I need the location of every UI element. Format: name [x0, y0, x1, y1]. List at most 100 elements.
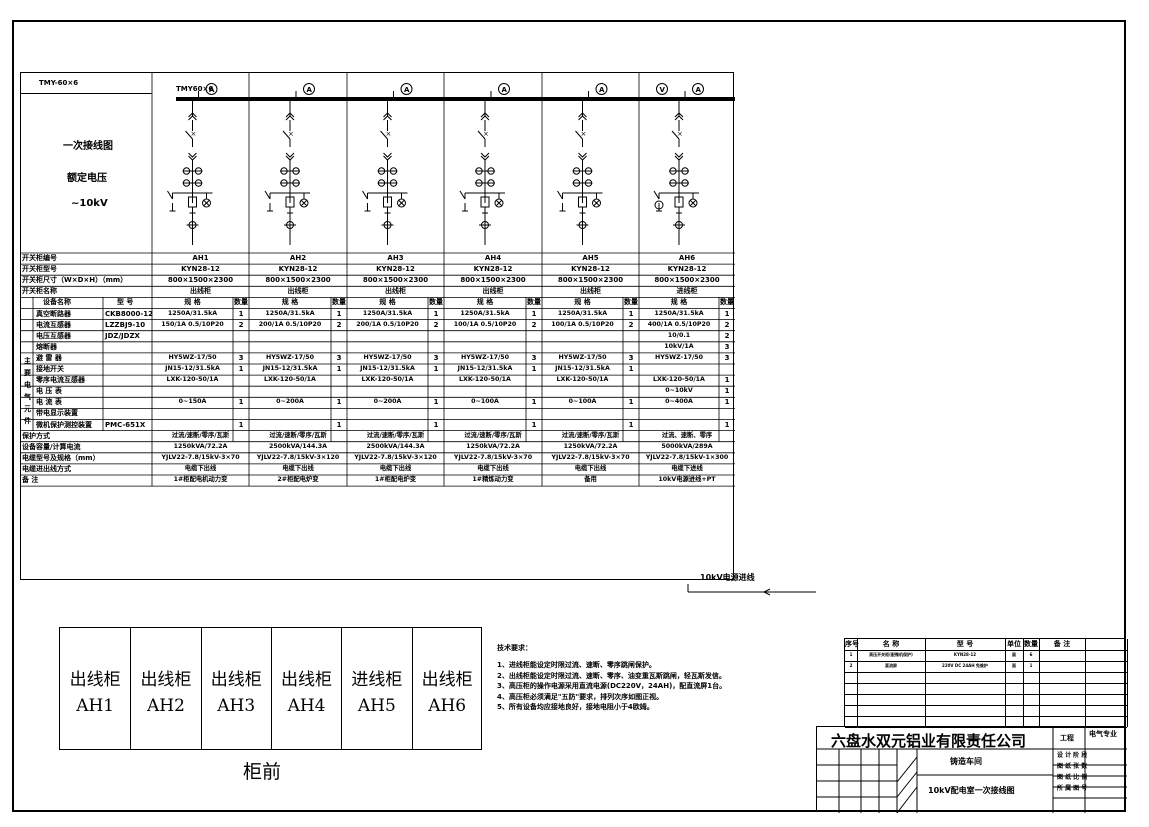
spec-value: 100/1A 0.5/10P20	[551, 320, 614, 328]
spec-value: 0~100A	[568, 398, 597, 406]
panel-model: KYN28-12	[376, 265, 415, 274]
parts-cell: 面	[1012, 663, 1016, 668]
panel-name: 出线柜	[287, 287, 309, 296]
parts-header: 名 称	[882, 640, 900, 648]
qty-value: 2	[531, 320, 537, 329]
component-name: 电流互感器	[36, 320, 71, 329]
title-block-grid	[817, 727, 1127, 813]
parts-cell: 6	[1029, 652, 1033, 657]
busbar-label: TMY60×6	[176, 85, 214, 93]
front-panel-name: 出线柜	[210, 670, 262, 690]
single-line-schedule: TMY-60×6 一次接线图 额定电压 ~10kV TMY60×6 ×A×A×A…	[20, 72, 735, 580]
svg-text:V: V	[660, 86, 666, 94]
row-label: 开关柜尺寸（W×D×H）（mm）	[22, 276, 128, 285]
panel-cable: YJLV22-7.8/15kV-3×70	[551, 453, 630, 461]
panel-id: AH3	[387, 254, 404, 262]
spec-value: LXK-120-50/1A	[264, 376, 316, 384]
spec-value: HY5WZ-17/50	[558, 353, 607, 361]
spec-value: 1250A/31.5kA	[265, 309, 315, 317]
qty-header: 数量	[624, 298, 638, 307]
spec-value: 1250A/31.5kA	[460, 309, 510, 317]
panel-capacity: 2500kVA/144.3A	[366, 442, 425, 450]
spec-value: LXK-120-50/1A	[459, 376, 511, 384]
qty-value: 1	[724, 420, 730, 429]
spec-header: 规 格	[281, 298, 299, 307]
qty-value: 1	[238, 309, 244, 318]
front-panel-name: 出线柜	[69, 670, 121, 690]
component-name: 电 压 表	[36, 387, 62, 396]
panel-remark: 10kV电源进线+PT	[658, 476, 716, 483]
spec-value: LXK-120-50/1A	[556, 376, 609, 384]
qty-value: 1	[628, 309, 634, 318]
front-panel-id: AH1	[76, 696, 115, 716]
component-model-header: 型 号	[117, 298, 134, 307]
spec-header: 规 格	[184, 298, 201, 307]
component-model: JDZ/JDZX	[105, 331, 140, 340]
component-name: 真空断路器	[36, 309, 71, 318]
panel-protection: 过流/速断/零序/瓦斯	[269, 431, 327, 439]
svg-text:×: ×	[581, 130, 587, 138]
bottom-row-label: 电缆型号及规格（mm）	[22, 453, 100, 462]
panel-model: KYN28-12	[571, 265, 610, 274]
title-block-field-label: 所 属 图 号	[1057, 785, 1088, 792]
spec-value: 0~400A	[665, 398, 693, 406]
panel-model: KYN28-12	[278, 265, 318, 274]
qty-value: 3	[628, 353, 634, 362]
svg-text:A: A	[502, 86, 508, 94]
panel-cable: YJLV22-7.8/15kV-3×120	[354, 453, 437, 461]
svg-text:A: A	[696, 86, 702, 94]
spec-value: JN15-12/31.5kA	[457, 365, 513, 372]
parts-header: 序号	[845, 640, 859, 648]
component-name: 熔断器	[36, 342, 57, 351]
spec-value: HY5WZ-17/50	[363, 353, 412, 361]
component-name: 避 雷 器	[36, 353, 62, 362]
panel-protection: 过流/速断/零序/瓦斯	[464, 431, 522, 439]
front-panel-id: AH6	[428, 696, 467, 716]
front-panel-id: AH3	[217, 696, 256, 716]
front-panel-ah6: 出线柜 AH6	[411, 628, 482, 749]
qty-value: 1	[531, 420, 537, 429]
qty-value: 2	[628, 320, 634, 329]
front-panel-name: 出线柜	[140, 670, 192, 690]
row-label: 开关柜型号	[22, 265, 57, 274]
panel-remark: 1#柜配电炉变	[374, 476, 417, 483]
component-name: 接地开关	[36, 365, 64, 373]
svg-text:A: A	[209, 86, 215, 94]
qty-value: 3	[531, 353, 537, 362]
panel-cable: YJLV22-7.8/15kV-3×120	[256, 453, 340, 461]
title-block-field-label: 图 纸 比 例	[1057, 774, 1088, 781]
parts-header: 备 注	[1053, 640, 1071, 648]
panel-model: KYN28-12	[667, 265, 707, 274]
qty-value: 1	[336, 398, 342, 407]
qty-value: 1	[724, 398, 730, 407]
spec-value: JN15-12/31.5kA	[165, 365, 220, 372]
qty-header: 数量	[234, 298, 248, 307]
spec-value: 100/1A 0.5/10P20	[453, 320, 517, 328]
spec-value: 1250A/31.5kA	[362, 309, 413, 317]
bottom-row-label: 设备容量/计算电流	[22, 442, 81, 451]
spec-value: 400/1A 0.5/10P20	[647, 320, 711, 328]
panel-name: 出线柜	[190, 287, 211, 296]
front-panel-name: 出线柜	[421, 670, 473, 690]
panel-remark: 1#柜配电机动力变	[173, 476, 228, 483]
qty-value: 1	[628, 365, 634, 373]
front-panel-ah1: 出线柜 AH1	[60, 628, 130, 749]
spec-value: 0~200A	[276, 398, 304, 406]
svg-text:×: ×	[386, 130, 392, 138]
rated-voltage-label: 额定电压	[67, 173, 107, 184]
svg-text:A: A	[307, 86, 313, 94]
panel-name: 出线柜	[482, 287, 504, 296]
spec-value: 10kV/1A	[664, 342, 694, 350]
panel-capacity: 5000kVA/289A	[661, 442, 713, 450]
panel-cable: YJLV22-7.8/15kV-3×70	[453, 453, 533, 461]
panel-circuit-symbol: ×A	[264, 83, 315, 245]
panel-name: 出线柜	[580, 287, 601, 296]
qty-value: 1	[724, 309, 730, 318]
drawing-title: 10kV配电室一次接线图	[928, 786, 1015, 795]
qty-value: 3	[433, 353, 439, 362]
panel-circuit-symbol: ×AV	[653, 83, 704, 245]
panel-name: 进线柜	[676, 287, 698, 296]
panel-id: AH4	[484, 254, 502, 262]
title-block-field-label: 图 纸 张 数	[1057, 763, 1088, 770]
